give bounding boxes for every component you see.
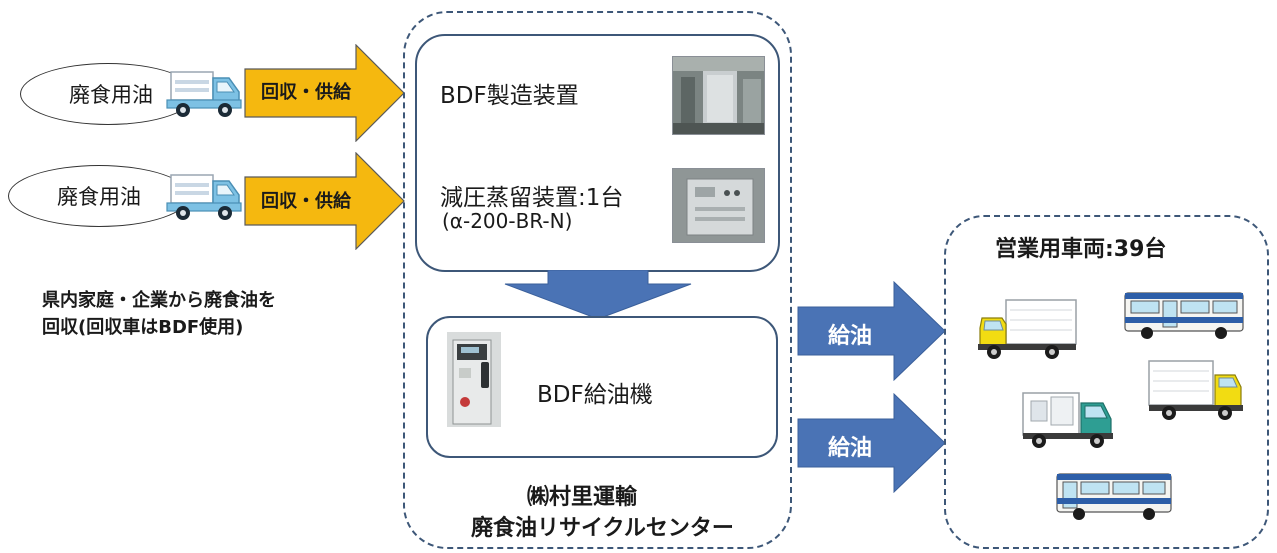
supply-arrow-label-1: 給油 <box>827 324 872 349</box>
collection-note-line1: 県内家庭・企業から廃食油を <box>42 290 276 311</box>
dispenser-photo <box>447 332 501 427</box>
vacuum-model-label: (α-200-BR-N) <box>442 209 573 233</box>
vacuum-distill-label: 減圧蒸留装置:1台 <box>440 185 624 211</box>
process-down-arrow <box>504 270 692 320</box>
fleet-truck-icon-2 <box>1148 360 1243 420</box>
collection-arrow-label-2: 回収・供給 <box>261 191 351 212</box>
company-name: ㈱村里運輸 <box>527 485 638 510</box>
facility-name: 廃食油リサイクルセンター <box>471 516 734 541</box>
bdf-production-label: BDF製造装置 <box>440 83 579 109</box>
fleet-title: 営業用車両:39台 <box>995 237 1167 262</box>
waste-oil-source-1: 廃食用油 <box>20 63 196 125</box>
waste-oil-label-1: 廃食用油 <box>69 83 153 107</box>
supply-arrow-1 <box>797 281 946 381</box>
waste-oil-source-2: 廃食用油 <box>8 165 190 227</box>
fleet-truck-icon-1 <box>978 299 1077 359</box>
vacuum-distill-photo <box>672 168 765 243</box>
collection-arrow-1 <box>244 44 405 142</box>
supply-arrow-label-2: 給油 <box>827 436 872 461</box>
collection-truck-icon-2 <box>166 174 242 220</box>
fleet-bus-icon-1 <box>1124 292 1244 339</box>
collection-arrow-label-1: 回収・供給 <box>261 82 351 103</box>
collection-truck-icon-1 <box>166 71 242 117</box>
fleet-truck-icon-3 <box>1022 392 1113 448</box>
dispenser-label: BDF給油機 <box>537 382 653 408</box>
bdf-production-photo <box>672 56 765 135</box>
waste-oil-label-2: 廃食用油 <box>57 185 141 209</box>
fleet-bus-icon-2 <box>1056 473 1172 520</box>
collection-arrow-2 <box>244 152 405 250</box>
supply-arrow-2 <box>797 393 946 493</box>
collection-note: 県内家庭・企業から廃食油を 回収(回収車はBDF使用) <box>42 287 276 341</box>
recycle-center-box <box>403 11 792 549</box>
collection-note-line2: 回収(回収車はBDF使用) <box>42 317 244 338</box>
fleet-box <box>944 215 1269 549</box>
